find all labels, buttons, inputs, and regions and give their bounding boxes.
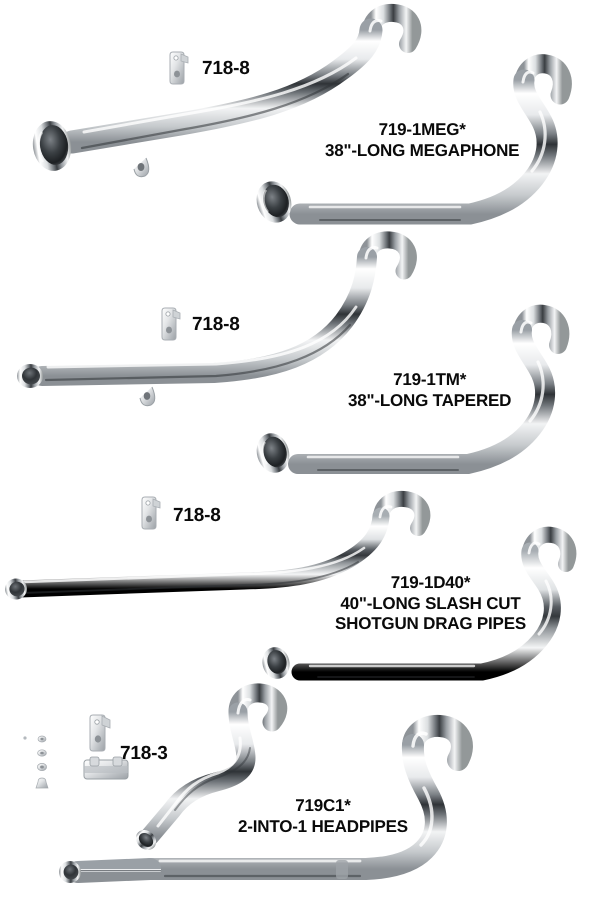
product-label-3: 719-1D40* 40"-LONG SLASH CUT SHOTGUN DRA… bbox=[335, 573, 526, 635]
tapered-rear-pipe bbox=[288, 304, 570, 474]
mounting-hardware-718-3 bbox=[23, 714, 129, 789]
headpipes-artwork bbox=[23, 683, 473, 883]
product-group-tapered: 718-8 719-1TM* 38"-LONG TAPERED bbox=[0, 231, 600, 490]
product-description-3-line1: 40"-LONG SLASH CUT bbox=[340, 593, 521, 613]
drag-rear-pipe bbox=[291, 526, 577, 681]
tapered-artwork bbox=[17, 231, 570, 474]
drag-front-pipe-mouth bbox=[5, 578, 27, 600]
product-number-2: 719-1TM* bbox=[393, 370, 467, 389]
product-description-3-line2: SHOTGUN DRAG PIPES bbox=[335, 614, 526, 634]
product-number-4: 719C1* bbox=[295, 796, 351, 815]
drag-front-pipe bbox=[11, 490, 431, 598]
product-label-1: 719-1MEG* 38"-LONG MEGAPHONE bbox=[325, 120, 520, 161]
product-label-2: 719-1TM* 38"-LONG TAPERED bbox=[348, 370, 511, 411]
mounting-bracket-718-8-icon bbox=[169, 51, 189, 85]
product-description-2: 38"-LONG TAPERED bbox=[348, 390, 512, 410]
product-number-3: 719-1D40* bbox=[390, 573, 471, 592]
bracket-label-3: 718-8 bbox=[173, 505, 221, 526]
tapered-front-pipe-mouth bbox=[17, 364, 43, 388]
product-group-megaphone: 718-8 719-1MEG* 38"-LONG MEGAPHONE bbox=[0, 0, 600, 250]
megaphone-front-pipe bbox=[60, 3, 422, 178]
product-description-1: 38"-LONG MEGAPHONE bbox=[325, 140, 520, 160]
bracket-label-1: 718-8 bbox=[202, 58, 250, 79]
mounting-bracket-718-8-icon bbox=[141, 496, 161, 530]
megaphone-artwork bbox=[32, 3, 572, 225]
bracket-label-4: 718-3 bbox=[120, 743, 168, 764]
product-group-drag-pipes: 718-8 719-1D40* 40"-LONG SLASH CUT SHOTG… bbox=[0, 480, 600, 710]
megaphone-rear-pipe bbox=[289, 54, 572, 225]
product-number-1: 719-1MEG* bbox=[378, 120, 466, 139]
headpipe-main bbox=[59, 858, 348, 883]
megaphone-front-pipe-mouth bbox=[32, 121, 72, 171]
product-description-4: 2-INTO-1 HEADPIPES bbox=[238, 816, 408, 836]
product-label-4: 719C1* 2-INTO-1 HEADPIPES bbox=[238, 796, 408, 837]
drag-rear-pipe-mouth bbox=[262, 647, 290, 679]
megaphone-rear-pipe-mouth bbox=[256, 181, 292, 223]
mounting-bracket-718-8-icon bbox=[161, 307, 181, 341]
headpipe-rear bbox=[139, 714, 473, 880]
headpipe-front bbox=[135, 683, 288, 851]
drag-pipes-artwork bbox=[5, 490, 577, 681]
bracket-label-2: 718-8 bbox=[192, 314, 240, 335]
product-group-headpipes: 718-3 719C1* 2-INTO-1 HEADPIPES bbox=[0, 683, 600, 911]
tapered-rear-pipe-mouth bbox=[256, 433, 290, 473]
tapered-front-pipe bbox=[32, 231, 417, 407]
